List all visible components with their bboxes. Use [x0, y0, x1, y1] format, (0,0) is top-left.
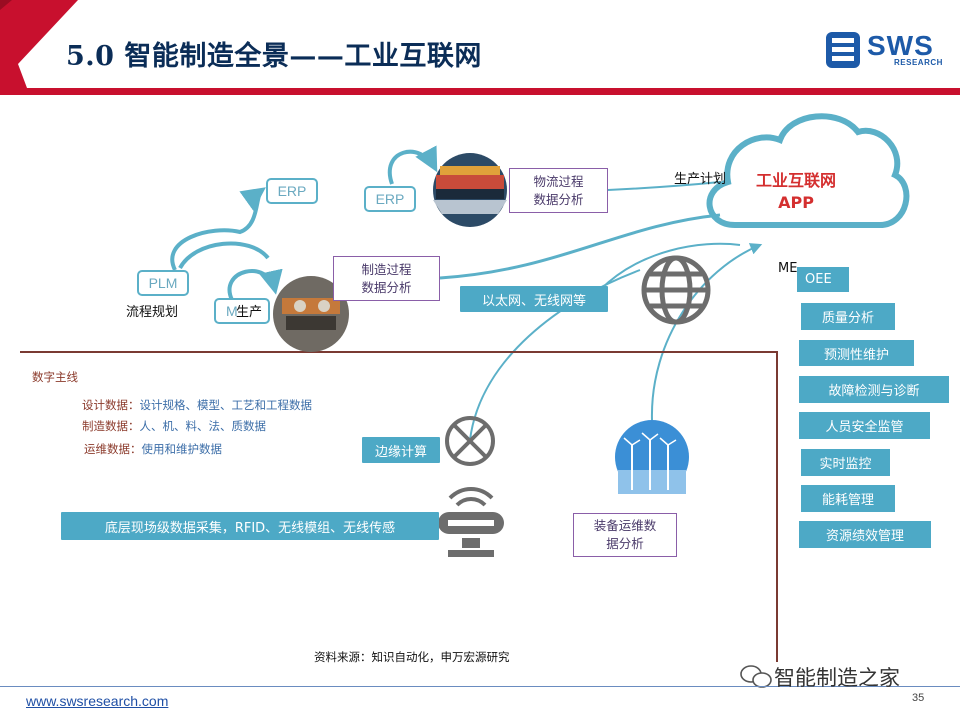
app-item-energy[interactable]: 能耗管理	[801, 485, 895, 512]
logo-mark-icon	[826, 32, 860, 68]
ethernet-box[interactable]: 以太网、无线网等	[460, 286, 608, 312]
loop-plm-return	[178, 241, 270, 270]
legend-manufacturing-data: 制造数据：人、机、料、法、质数据	[82, 418, 266, 434]
app-item-predictive[interactable]: 预测性维护	[799, 340, 914, 366]
slide-header: 5.0 智能制造全景——工业互联网 SWS RESEARCH	[0, 0, 960, 100]
globe-icon	[641, 255, 711, 325]
production-overlap-label: 生产	[236, 305, 263, 320]
app-item-quality[interactable]: 质量分析	[801, 303, 895, 330]
plm-box[interactable]: PLM	[137, 270, 189, 296]
source-note: 资料来源：知识自动化，申万宏源研究	[314, 650, 510, 664]
cloud-shape	[706, 113, 910, 228]
app-item-resource[interactable]: 资源绩效管理	[799, 521, 931, 548]
logistics-analysis-box[interactable]: 物流过程 数据分析	[509, 168, 608, 213]
app-item-safety[interactable]: 人员安全监管	[799, 412, 930, 439]
factory-image	[273, 276, 349, 352]
legend-design-data: 设计数据：设计规格、模型、工艺和工程数据	[82, 397, 312, 413]
watermark-text: 智能制造之家	[774, 666, 900, 690]
footer-url-link[interactable]: www.swsresearch.com	[26, 693, 169, 709]
app-item-monitoring[interactable]: 实时监控	[801, 449, 890, 476]
legend-value: 人、机、料、法、质数据	[139, 419, 267, 433]
production-plan-label: 生产计划	[674, 172, 727, 187]
logo-text: SWS	[867, 30, 934, 61]
mes-box[interactable]: M	[214, 298, 270, 324]
digital-thread-title: 数字主线	[32, 370, 78, 384]
me-label: ME	[778, 261, 798, 276]
manufacturing-analysis-box[interactable]: 制造过程 数据分析	[333, 256, 440, 301]
logo-subtext: RESEARCH	[894, 58, 943, 67]
link-wind-up	[650, 243, 763, 421]
equipment-analysis-box[interactable]: 装备运维数 据分析	[573, 513, 677, 557]
wind-turbine-image	[615, 420, 689, 494]
footer-divider	[0, 686, 960, 687]
loop-mes	[227, 268, 283, 301]
link-manufacturing-cloud	[439, 213, 721, 280]
loop-erp-right	[387, 145, 438, 185]
page-title: 5.0 智能制造全景——工业互联网	[66, 41, 482, 72]
page-number: 35	[912, 692, 925, 704]
ship-image	[433, 153, 507, 227]
header-decoration	[0, 0, 960, 95]
wireless-router-icon	[438, 487, 504, 557]
app-item-fault[interactable]: 故障检测与诊断	[799, 376, 949, 403]
app-item-oee[interactable]: OEE	[797, 267, 849, 292]
link-logistics-cloud	[607, 181, 721, 191]
cloud-label: 工业互联网 APP	[736, 170, 856, 214]
legend-key: 设计数据：	[82, 398, 140, 412]
link-ethernet-cloud	[599, 242, 741, 291]
watermark: 智能制造之家	[738, 662, 900, 692]
process-planning-label: 流程规划	[126, 305, 179, 320]
edge-computing-box[interactable]: 边缘计算	[362, 437, 440, 463]
wechat-icon	[740, 665, 772, 688]
edge-tower-icon	[445, 416, 495, 466]
sws-logo: SWS RESEARCH	[824, 28, 944, 72]
legend-maintenance-data: 运维数据：使用和维护数据	[84, 441, 222, 457]
loop-plm-erp	[170, 187, 266, 271]
cloud-label-line2: APP	[778, 193, 814, 212]
cloud-label-line1: 工业互联网	[755, 171, 836, 190]
link-edge-up	[469, 269, 641, 441]
field-collection-box[interactable]: 底层现场级数据采集，RFID、无线模组、无线传感	[61, 512, 439, 540]
erp-box-right[interactable]: ERP	[364, 186, 416, 212]
legend-value: 使用和维护数据	[141, 442, 223, 456]
legend-value: 设计规格、模型、工艺和工程数据	[139, 398, 313, 412]
legend-key: 运维数据：	[84, 442, 142, 456]
erp-box-left[interactable]: ERP	[266, 178, 318, 204]
legend-key: 制造数据：	[82, 419, 140, 433]
